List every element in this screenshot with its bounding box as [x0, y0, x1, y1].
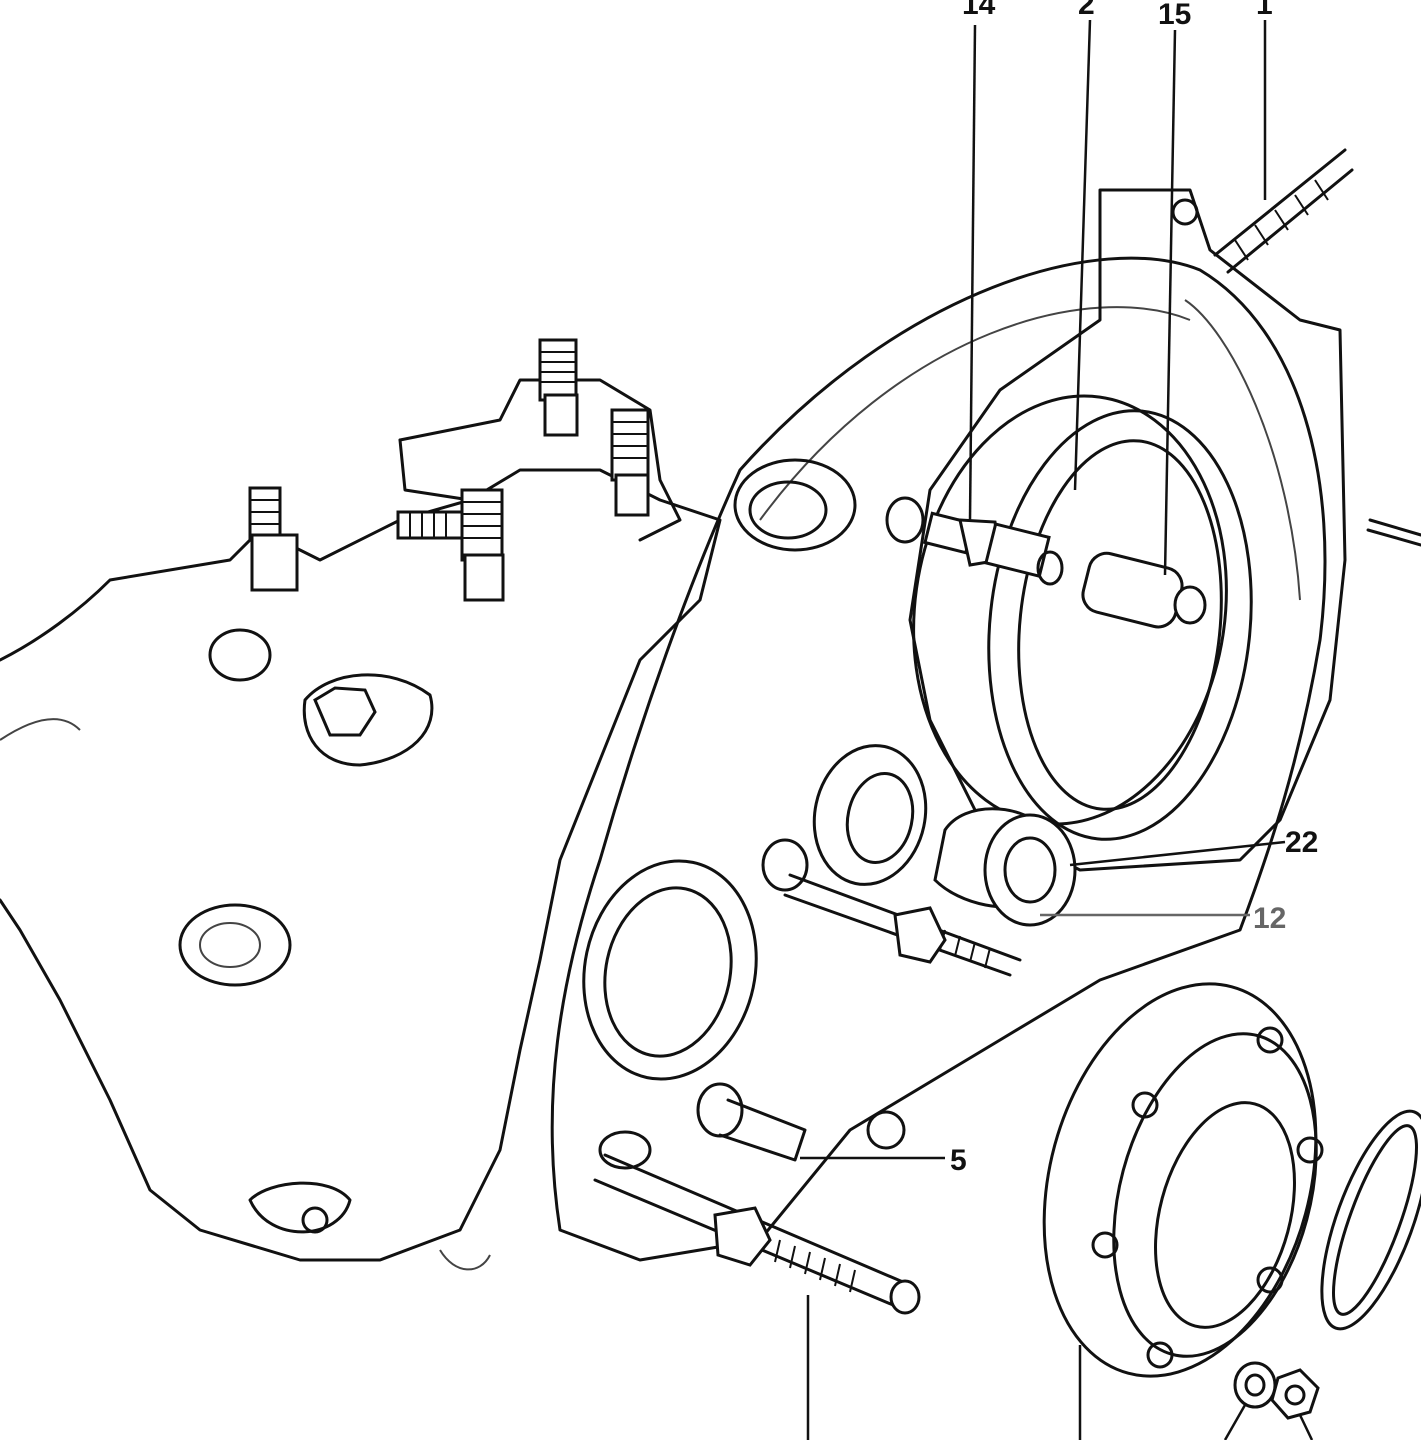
- callout-22: 22: [1285, 826, 1318, 859]
- callout-14: 14: [962, 0, 996, 21]
- sleeve: [1081, 551, 1207, 629]
- callout-12: 12: [1253, 902, 1286, 935]
- washer: [1233, 1361, 1277, 1409]
- stud: [538, 338, 579, 437]
- callout-15: 15: [1158, 0, 1191, 31]
- shaft: [696, 1082, 807, 1162]
- gearbox-housing: [0, 338, 722, 1271]
- nut: [1270, 1368, 1320, 1420]
- leader-2: [1073, 19, 1092, 491]
- leader-22: [1069, 840, 1286, 867]
- bearing-cover: [1042, 982, 1324, 1378]
- hose-fitting: [923, 511, 1064, 586]
- leader-washer: [1223, 1404, 1247, 1440]
- stud: [248, 486, 299, 592]
- callout-5: 5: [950, 1144, 967, 1177]
- leader-nut: [1298, 1414, 1314, 1440]
- stud: [396, 510, 464, 540]
- small-stud: [1366, 518, 1421, 547]
- drain-plug: [302, 673, 434, 767]
- bolt: [761, 838, 1022, 977]
- cover-plate: [550, 256, 1327, 1262]
- o-ring: [1320, 1109, 1421, 1331]
- gasket: [987, 409, 1253, 841]
- callout-2: 2: [1078, 0, 1095, 21]
- leader-15: [1163, 29, 1177, 576]
- seal-ring: [812, 744, 928, 886]
- callout-1: 1: [1256, 0, 1273, 21]
- bush: [933, 807, 1077, 927]
- leader-14: [968, 24, 977, 521]
- chain: [1213, 148, 1354, 274]
- stud: [610, 408, 650, 517]
- stud: [460, 488, 505, 602]
- long-stud: [593, 1153, 921, 1315]
